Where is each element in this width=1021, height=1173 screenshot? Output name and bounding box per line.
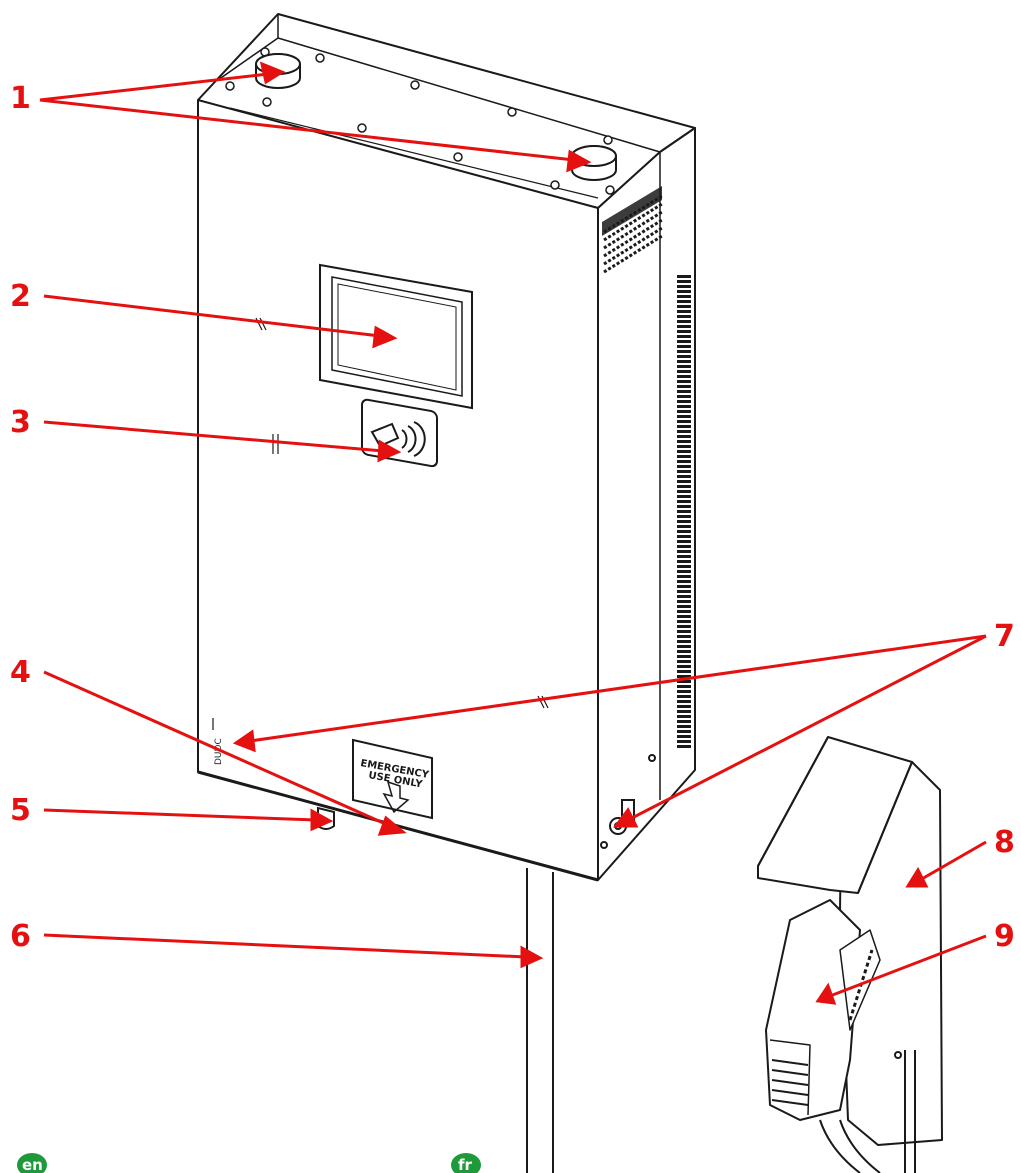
callout-7: 7	[994, 619, 1015, 654]
callout-8: 8	[994, 825, 1015, 860]
connector-holster	[757, 736, 943, 1173]
hatch-marks	[212, 317, 549, 730]
enclosure-side-text: DUDC	[214, 738, 224, 765]
language-badge-fr[interactable]: fr	[451, 1153, 481, 1173]
enclosure-side-face	[597, 127, 696, 881]
connector-handle	[765, 899, 861, 1121]
callout-2: 2	[10, 279, 31, 314]
callout-5: 5	[10, 793, 31, 828]
rfid-card-icon	[370, 421, 426, 457]
language-fr-label: fr	[458, 1156, 473, 1173]
language-en-label: en	[22, 1156, 43, 1173]
language-badge-en[interactable]: en	[17, 1153, 47, 1173]
callout-1: 1	[10, 81, 31, 116]
callout-6: 6	[10, 919, 31, 954]
mounting-pole	[526, 868, 554, 1173]
callout-4: 4	[10, 655, 31, 690]
vent-grille-pattern	[603, 194, 663, 274]
callout-leaders	[39, 61, 987, 1005]
callout-3: 3	[10, 405, 31, 440]
callout-numbers: 1 2 3 4 5 6 7 8 9	[10, 81, 1015, 954]
emergency-badge: EMERGENCY USE ONLY	[352, 738, 433, 820]
callout-9: 9	[994, 919, 1015, 954]
display-screen	[319, 263, 473, 410]
